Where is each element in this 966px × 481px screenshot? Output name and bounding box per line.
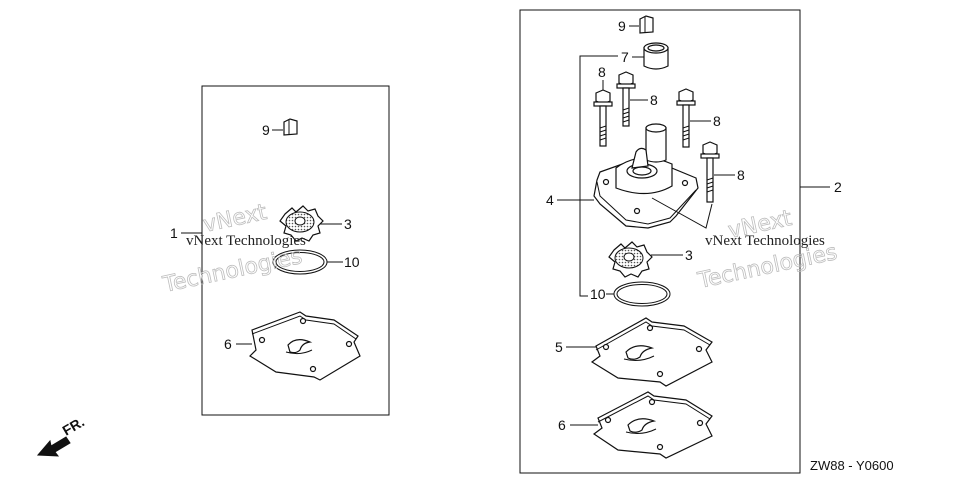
- callout-right-plate: 5: [555, 339, 563, 355]
- bolt-part-c: [676, 88, 696, 148]
- callout-right-bolt-d: 8: [737, 167, 745, 183]
- diagram-code: ZW88 - Y0600: [810, 458, 894, 473]
- svg-text:vNext Technologies: vNext Technologies: [186, 233, 306, 249]
- callout-left-impeller: 3: [344, 216, 352, 232]
- front-arrow-icon: [36, 436, 71, 457]
- callout-left-o-ring: 10: [344, 254, 360, 270]
- impeller-part-right: [608, 241, 653, 278]
- seal-part: [283, 118, 298, 136]
- callout-right-bolt-a: 8: [598, 64, 606, 80]
- callout-right-impeller: 3: [685, 247, 693, 263]
- bolt-part-d: [700, 141, 720, 203]
- callout-right-gasket: 6: [558, 417, 566, 433]
- callout-left-seal: 9: [262, 122, 270, 138]
- pump-housing-part: [593, 123, 699, 229]
- callout-right-bolt-b: 8: [650, 92, 658, 108]
- right-kit-frame: [519, 9, 801, 474]
- svg-text:vNext Technologies: vNext Technologies: [705, 233, 825, 249]
- callout-right-o-ring: 10: [590, 286, 606, 302]
- seal-part-right: [639, 15, 654, 34]
- o-ring-part-right: [613, 281, 671, 307]
- collar-part: [643, 42, 669, 70]
- callout-left-kit: 1: [170, 225, 178, 241]
- front-indicator-label: FR.: [60, 413, 88, 438]
- gasket-part-right: [592, 391, 713, 459]
- callout-right-collar: 7: [621, 49, 629, 65]
- impeller-part: [279, 205, 324, 242]
- watermark-right: vNext Technologies vNext Technologies: [695, 206, 840, 295]
- callout-right-seal: 9: [618, 18, 626, 34]
- callout-right-kit: 2: [834, 179, 842, 195]
- gasket-part-left: [249, 311, 361, 381]
- callout-right-housing: 4: [546, 192, 554, 208]
- callout-left-gasket: 6: [224, 336, 232, 352]
- left-kit-frame: [201, 85, 390, 416]
- svg-text:Technologies: Technologies: [160, 244, 304, 298]
- plate-part: [590, 317, 713, 387]
- bolt-part-b: [616, 71, 636, 127]
- callout-right-bolt-c: 8: [713, 113, 721, 129]
- bolt-part-a: [593, 89, 613, 147]
